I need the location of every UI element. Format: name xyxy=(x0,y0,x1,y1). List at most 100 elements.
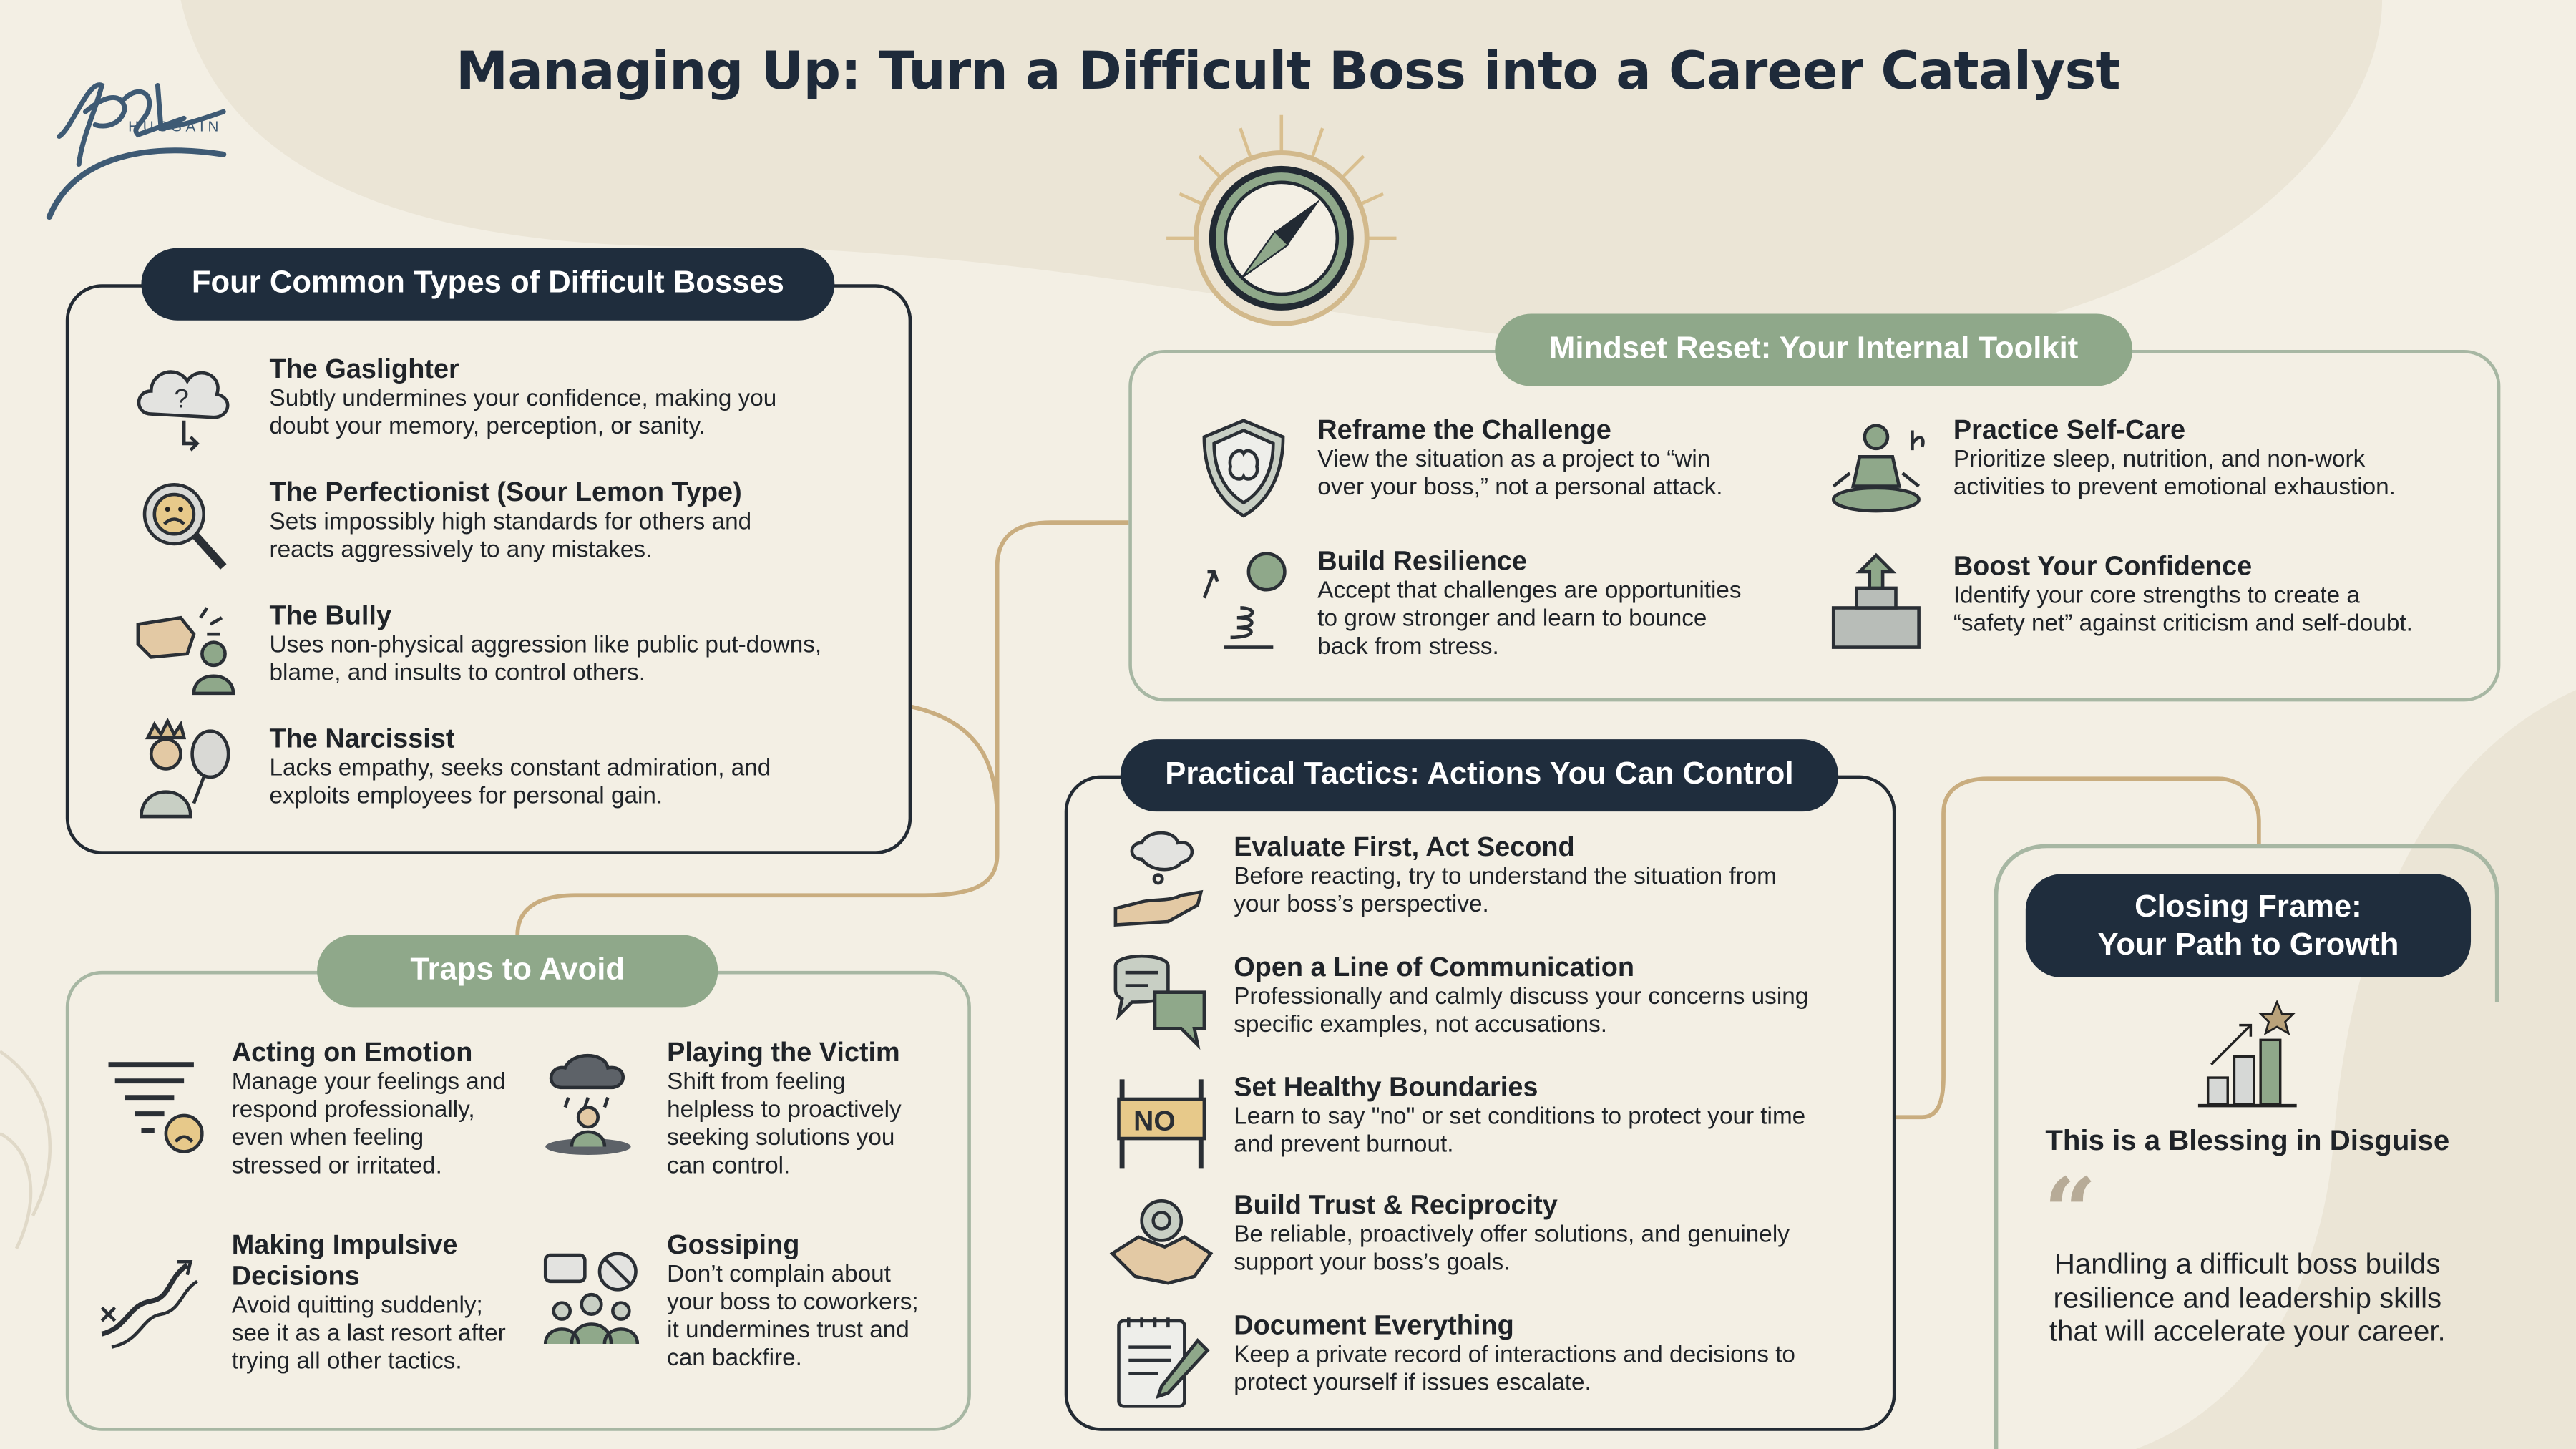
item-desc-line: Learn to say "no" or set conditions to p… xyxy=(1234,1103,1806,1131)
item-title: Build Trust & Reciprocity xyxy=(1234,1191,1558,1221)
tornado-icon xyxy=(108,1062,204,1153)
no-chat-group-icon xyxy=(543,1252,640,1345)
notepad-pen-icon xyxy=(1117,1317,1210,1408)
handshake-gear-icon xyxy=(1109,1199,1214,1285)
spring-ball-icon xyxy=(1202,552,1287,649)
item-title: Playing the Victim xyxy=(667,1038,900,1068)
crowned-mirror-icon xyxy=(140,718,230,819)
item-desc-line: Before reacting, try to understand the s… xyxy=(1234,864,1777,891)
podium-arrow-icon xyxy=(1831,552,1921,649)
item-desc-line: Sets impossibly high standards for other… xyxy=(269,509,752,536)
item-desc-line: see it as a last resort after xyxy=(231,1320,506,1347)
item-title: Gossiping xyxy=(667,1230,800,1260)
item-desc-line: helpless to proactively xyxy=(667,1097,902,1124)
connector-line xyxy=(1894,776,2261,1120)
quote-line: that will accelerate your career. xyxy=(2049,1314,2446,1347)
magnifier-frown-icon xyxy=(142,482,227,570)
closing-header-line: Closing Frame: xyxy=(2135,889,2362,924)
svg-text:?: ? xyxy=(174,384,188,413)
item-desc-line: specific examples, not accusations. xyxy=(1234,1012,1608,1039)
connector-line xyxy=(995,520,1129,821)
item-desc-line: Manage your feelings and xyxy=(231,1069,506,1096)
quote-line: resilience and leadership skills xyxy=(2053,1280,2442,1314)
item-desc-line: Keep a private record of interactions an… xyxy=(1234,1342,1795,1369)
item-desc-line: Be reliable, proactively offer solutions… xyxy=(1234,1222,1790,1249)
item-desc-line: blame, and insults to control others. xyxy=(269,660,646,687)
item-desc-line: Professionally and calmly discuss your c… xyxy=(1234,984,1809,1010)
logo: HUSSAIN xyxy=(39,62,253,227)
item-desc-line: stressed or irritated. xyxy=(231,1153,442,1180)
item-title: Making Impulsive xyxy=(231,1230,458,1260)
winding-road-icon xyxy=(100,1259,198,1349)
item-desc-line: Subtly undermines your confidence, makin… xyxy=(269,386,777,413)
item-title: The Bully xyxy=(269,601,392,631)
item-desc-line: Identify your core strengths to create a xyxy=(1953,583,2360,610)
item-desc-line: your boss’s perspective. xyxy=(1234,892,1489,919)
item-desc-line: Don’t complain about xyxy=(667,1262,891,1288)
item-title: Set Healthy Boundaries xyxy=(1234,1073,1538,1103)
hand-thought-icon xyxy=(1113,831,1204,927)
bosses-header: Four Common Types of Difficult Bosses xyxy=(141,248,835,321)
item-desc-line: support your boss’s goals. xyxy=(1234,1250,1511,1277)
item-title: Boost Your Confidence xyxy=(1953,552,2253,582)
item-desc-line: reacts aggressively to any mistakes. xyxy=(269,537,653,564)
item-desc-line: doubt your memory, perception, or sanity… xyxy=(269,414,706,441)
growth-chart-star-icon xyxy=(2197,1000,2297,1108)
item-desc-line: View the situation as a project to “win xyxy=(1317,447,1711,474)
item-title: The Narcissist xyxy=(269,724,455,754)
item-desc-line: “safety net” against criticism and self-… xyxy=(1953,611,2413,638)
item-title: Reframe the Challenge xyxy=(1317,415,1611,446)
page-title: Managing Up: Turn a Difficult Boss into … xyxy=(455,39,2121,102)
item-desc-line: Shift from feeling xyxy=(667,1069,846,1096)
item-title: Acting on Emotion xyxy=(231,1038,473,1068)
mindset-header: Mindset Reset: Your Internal Toolkit xyxy=(1495,313,2133,386)
item-title: The Gaslighter xyxy=(269,354,459,385)
item-desc-line: and prevent burnout. xyxy=(1234,1131,1454,1158)
item-title: Evaluate First, Act Second xyxy=(1234,833,1575,863)
compass-icon xyxy=(1166,114,1397,326)
closing-header-line: Your Path to Growth xyxy=(2097,927,2399,962)
item-desc-line: to grow stronger and learn to bounce xyxy=(1317,606,1707,633)
item-title: Practice Self-Care xyxy=(1953,415,2186,446)
chat-bubbles-icon xyxy=(1113,955,1206,1050)
item-desc-line: Avoid quitting suddenly; xyxy=(231,1292,483,1319)
tactics-header: Practical Tactics: Actions You Can Contr… xyxy=(1120,739,1839,812)
item-title: The Perfectionist (Sour Lemon Type) xyxy=(269,478,742,508)
item-desc-line: can control. xyxy=(667,1153,791,1180)
rain-cloud-person-icon xyxy=(545,1053,631,1156)
item-desc-line: Lacks empathy, seeks constant admiration… xyxy=(269,756,771,782)
item-desc-line: exploits employees for personal gain. xyxy=(269,784,663,810)
cloud-question-icon: ? xyxy=(137,370,230,452)
item-desc-line: can backfire. xyxy=(667,1345,802,1372)
svg-text:NO: NO xyxy=(1133,1106,1176,1137)
item-desc-line: seeking solutions you xyxy=(667,1125,895,1152)
closing-quote: Handling a difficult boss builds resilie… xyxy=(1993,1247,2502,1348)
item-title: Document Everything xyxy=(1234,1311,1514,1341)
item-desc-line: respond professionally, xyxy=(231,1097,475,1124)
item-desc-line: protect yourself if issues escalate. xyxy=(1234,1370,1591,1397)
item-title: Build Resilience xyxy=(1317,547,1527,577)
item-desc-line: it undermines trust and xyxy=(667,1317,909,1345)
item-desc-line: back from stress. xyxy=(1317,634,1499,660)
item-desc-line: Accept that challenges are opportunities xyxy=(1317,578,1742,605)
closing-subtitle: This is a Blessing in Disguise xyxy=(2045,1123,2450,1157)
quote-line: Handling a difficult boss builds xyxy=(2054,1246,2441,1280)
item-desc-line: trying all other tactics. xyxy=(231,1348,462,1375)
logo-subtext: HUSSAIN xyxy=(128,118,223,135)
closing-frame-border xyxy=(1994,844,2499,1449)
